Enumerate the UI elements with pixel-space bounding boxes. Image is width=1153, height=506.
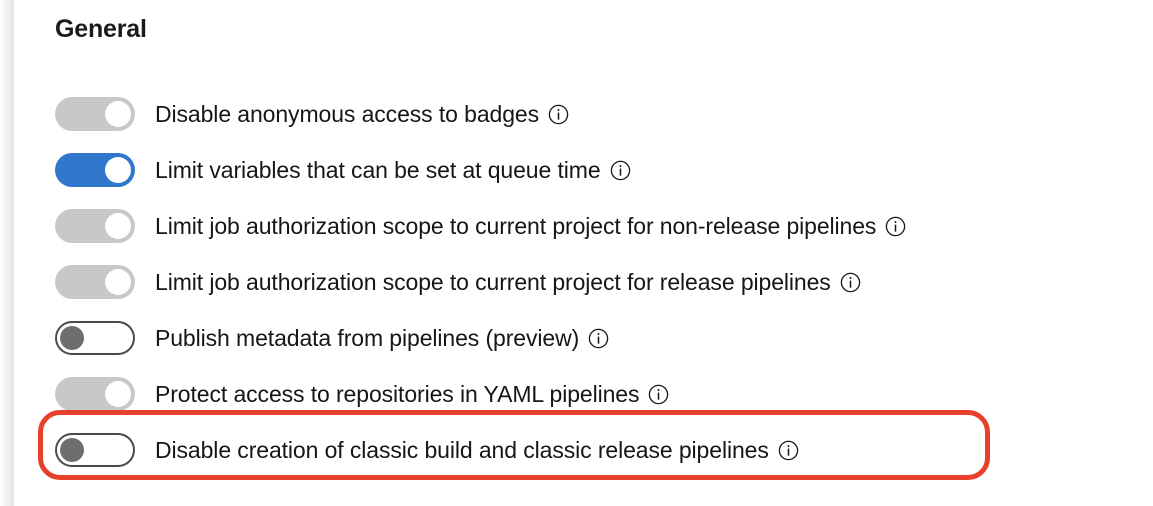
info-circle-icon[interactable] [778, 440, 799, 461]
setting-label-wrap: Protect access to repositories in YAML p… [155, 380, 669, 408]
setting-row-disable-creation-of-classic-pipelines: Disable creation of classic build and cl… [0, 422, 1153, 478]
setting-label: Disable anonymous access to badges [155, 101, 539, 127]
toggle-disable-anonymous-access-to-badges[interactable] [55, 97, 135, 131]
setting-label: Limit variables that can be set at queue… [155, 157, 601, 183]
toggle-protect-access-to-repositories-yaml-pipelines[interactable] [55, 377, 135, 411]
toggle-knob [105, 157, 131, 183]
setting-label: Protect access to repositories in YAML p… [155, 381, 640, 407]
toggle-limit-job-auth-scope-release-pipelines[interactable] [55, 265, 135, 299]
setting-label-wrap: Publish metadata from pipelines (preview… [155, 324, 609, 352]
toggle-knob [60, 326, 84, 350]
setting-label-wrap: Limit job authorization scope to current… [155, 268, 861, 296]
toggle-knob [105, 269, 131, 295]
setting-label: Limit job authorization scope to current… [155, 213, 877, 239]
setting-row-protect-access-to-repositories-yaml-pipelines: Protect access to repositories in YAML p… [0, 366, 1153, 422]
toggle-limit-variables-at-queue-time[interactable] [55, 153, 135, 187]
toggle-limit-job-auth-scope-non-release-pipelines[interactable] [55, 209, 135, 243]
info-circle-icon[interactable] [548, 104, 569, 125]
setting-row-limit-job-auth-scope-non-release-pipelines: Limit job authorization scope to current… [0, 198, 1153, 254]
page-title: General [55, 15, 147, 43]
info-circle-icon[interactable] [588, 328, 609, 349]
setting-row-disable-anonymous-access-to-badges: Disable anonymous access to badges [0, 86, 1153, 142]
toggle-knob [60, 438, 84, 462]
info-circle-icon[interactable] [840, 272, 861, 293]
setting-label-wrap: Disable creation of classic build and cl… [155, 436, 799, 464]
toggle-knob [105, 381, 131, 407]
toggle-knob [105, 213, 131, 239]
setting-row-publish-metadata-from-pipelines: Publish metadata from pipelines (preview… [0, 310, 1153, 366]
info-circle-icon[interactable] [610, 160, 631, 181]
setting-label: Disable creation of classic build and cl… [155, 437, 769, 463]
setting-row-limit-job-auth-scope-release-pipelines: Limit job authorization scope to current… [0, 254, 1153, 310]
setting-row-limit-variables-at-queue-time: Limit variables that can be set at queue… [0, 142, 1153, 198]
setting-label: Publish metadata from pipelines (preview… [155, 325, 580, 351]
toggle-publish-metadata-from-pipelines[interactable] [55, 321, 135, 355]
info-circle-icon[interactable] [885, 216, 906, 237]
toggle-disable-creation-of-classic-pipelines[interactable] [55, 433, 135, 467]
setting-label-wrap: Disable anonymous access to badges [155, 100, 569, 128]
setting-label-wrap: Limit job authorization scope to current… [155, 212, 906, 240]
setting-label-wrap: Limit variables that can be set at queue… [155, 156, 631, 184]
info-circle-icon[interactable] [648, 384, 669, 405]
toggle-knob [105, 101, 131, 127]
setting-label: Limit job authorization scope to current… [155, 269, 831, 295]
